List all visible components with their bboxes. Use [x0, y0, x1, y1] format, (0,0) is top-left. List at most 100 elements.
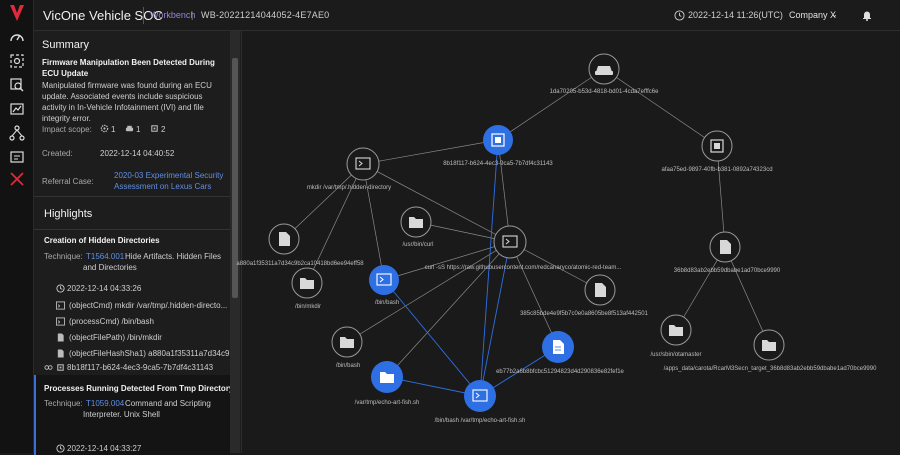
graph-node-curl-cmd[interactable]: curl -sS https://raw.githubusercontent.c… — [425, 225, 622, 271]
referral-case-link[interactable]: 2020-03 Experimental Security Assessment… — [114, 171, 224, 191]
impact-count-3: 2 — [161, 125, 166, 134]
graph-edges — [283, 68, 770, 378]
link-icon — [44, 365, 53, 370]
graph-node-hash-mid[interactable]: 385c85bde4e9f5b7c0e0a8605be8f513af442501 — [520, 274, 649, 317]
highlights-heading: Highlights — [44, 208, 93, 220]
technique-label: Technique: — [44, 399, 83, 408]
graph-node-usr-sbin[interactable]: /usr/sbin/otamaster — [650, 314, 702, 358]
company-selector[interactable]: Company X — [789, 10, 837, 20]
detail-ecu-id: 8b18f117-b624-4ec3-9ca5-7b7df4c31143 — [67, 363, 214, 372]
summary-title: Firmware Manipulation Been Detected Duri… — [42, 58, 215, 78]
node-label: curl -sS https://raw.githubusercontent.c… — [425, 265, 622, 271]
terminal-icon — [56, 301, 65, 310]
highlight-time: 2022-12-14 04:33:27 — [67, 444, 142, 453]
breadcrumb-separator: | — [191, 10, 194, 20]
workbench-id: WB-20221214044052-4E7AE0 — [201, 10, 330, 20]
impact-count-2: 1 — [136, 125, 141, 134]
node-label: 385c85bde4e9f5b7c0e0a8605be8f513af442501 — [520, 311, 648, 317]
node-label: eb77b2a6b8bfcbc51294823d4d290836e82fef1e — [496, 369, 624, 375]
summary-heading: Summary — [42, 39, 90, 51]
impact-scope-label: Impact scope: — [42, 125, 92, 134]
highlight-title[interactable]: Processes Running Detected From Tmp Dire… — [44, 384, 234, 393]
detail-object-cmd: (objectCmd) mkdir /var/tmp/.hidden-direc… — [69, 301, 228, 310]
graph-node-hash-left[interactable]: a880a1f35311a7d34c9b2ca10418bd6ee94eff58 — [236, 223, 364, 267]
search-icon[interactable] — [9, 77, 25, 93]
file-icon — [57, 333, 64, 342]
breadcrumb-workbench[interactable]: Workbench — [150, 10, 196, 20]
chip-icon — [57, 364, 64, 371]
referral-label: Referral Case: — [42, 177, 94, 186]
graph-node-vehicle[interactable]: 1da70205-b53d-4818-bd01-4cda7efffc6e — [550, 53, 660, 95]
node-label: /bin/bash — [336, 363, 360, 369]
node-label: /apps_data/carota/RcarM3Secn_target_36b8… — [664, 366, 878, 372]
graph-node-echo-file[interactable]: /var/tmp/echo-art-fish.sh — [355, 361, 420, 406]
highlight-time: 2022-12-14 04:33:26 — [67, 284, 142, 293]
created-label: Created: — [42, 149, 73, 158]
node-label: /var/tmp/echo-art-fish.sh — [355, 400, 420, 406]
dashboard-icon[interactable] — [9, 29, 25, 45]
technique-name: Hide Artifacts. Hidden Files and Directo… — [83, 252, 222, 272]
node-label: /bin/bash — [375, 300, 399, 306]
section-divider — [34, 196, 230, 197]
network-icon[interactable] — [9, 125, 25, 141]
detail-file-path: (objectFilePath) /bin/mkdir — [69, 333, 162, 342]
clock-icon — [56, 284, 65, 293]
gear-icon — [100, 124, 109, 133]
clock-icon — [56, 444, 65, 453]
technique-id-link[interactable]: T1564.001 — [86, 252, 125, 261]
node-label: /usr/sbin/otamaster — [650, 352, 701, 358]
node-label: mkdir /var/tmp/.hidden-directory — [307, 185, 391, 191]
vehicle-icon[interactable] — [9, 149, 25, 165]
node-label: a880a1f35311a7d34c9b2ca10418bd6ee94eff58 — [236, 261, 364, 267]
tools-icon[interactable] — [9, 171, 25, 187]
node-label: 8b18f117-b624-4ec3-9ca5-7b7df4c31143 — [443, 161, 553, 167]
graph-node-ecu-right[interactable]: afaa75ed-9897-40fb-b381-0892a74323cd — [661, 130, 773, 173]
chevron-down-icon[interactable]: ⌄ — [831, 10, 838, 19]
node-label: afaa75ed-9897-40fb-b381-0892a74323cd — [661, 167, 772, 173]
node-label: /bin/mkdir — [295, 304, 321, 310]
graph-node-hash-blue[interactable]: eb77b2a6b8bfcbc51294823d4d290836e82fef1e — [496, 331, 625, 375]
highlight-item-selected[interactable] — [34, 375, 230, 455]
technique-id-link[interactable]: T1059.004 — [86, 399, 125, 408]
left-nav-rail — [0, 0, 34, 453]
chip-icon — [151, 125, 158, 132]
graph-node-file-right[interactable]: 36b8d83ab2ebb59dbabe1ad70bce9990 — [674, 231, 781, 274]
technique-name: Command and Scripting Interpreter. Unix … — [83, 399, 211, 419]
node-label: /usr/bin/curl — [402, 242, 433, 248]
vicone-logo-icon[interactable] — [9, 4, 25, 22]
top-header: VicOne Vehicle SOC Workbench | WB-202212… — [34, 0, 900, 31]
graph-node-bash-echo[interactable]: /bin/bash /var/tmp/echo-art-fish.sh — [435, 380, 526, 424]
target-icon[interactable] — [9, 53, 25, 69]
graph-node-bin-bash-folder[interactable]: /bin/bash — [331, 326, 363, 369]
graph-node-usr-curl[interactable]: /usr/bin/curl — [400, 206, 434, 248]
header-divider — [143, 7, 144, 24]
detail-file-hash: (objectFileHashSha1) a880a1f35311a7d34c9… — [69, 349, 237, 358]
node-label: 1da70205-b53d-4818-bd01-4cda7efffc6e — [550, 89, 660, 95]
node-label: /bin/bash /var/tmp/echo-art-fish.sh — [435, 418, 526, 424]
node-label: 36b8d83ab2ebb59dbabe1ad70bce9990 — [674, 268, 781, 274]
graph-node-mkdir[interactable]: mkdir /var/tmp/.hidden-directory — [307, 147, 391, 191]
clock-icon — [674, 10, 685, 21]
impact-count-1: 1 — [111, 125, 116, 134]
created-value: 2022-12-14 04:40:52 — [100, 149, 175, 158]
graph-node-bin-mkdir[interactable]: /bin/mkdir — [291, 267, 323, 310]
panel-scrollbar-thumb[interactable] — [232, 58, 238, 298]
detail-process-cmd: (processCmd) /bin/bash — [69, 317, 154, 326]
graph-node-bin-bash[interactable]: /bin/bash — [369, 265, 399, 306]
app-title: VicOne Vehicle SOC — [43, 8, 163, 23]
car-icon — [125, 125, 134, 132]
file-icon — [57, 349, 64, 358]
highlight-title[interactable]: Creation of Hidden Directories — [44, 236, 160, 245]
report-icon[interactable] — [9, 101, 25, 117]
section-divider — [34, 229, 230, 230]
details-panel: Summary Firmware Manipulation Been Detec… — [34, 31, 242, 455]
current-datetime: 2022-12-14 11:26(UTC) — [688, 10, 783, 20]
summary-description: Manipulated firmware was found during an… — [42, 81, 212, 123]
graph-node-apps-data[interactable]: /apps_data/carota/RcarM3Secn_target_36b8… — [664, 329, 878, 372]
attack-graph[interactable]: 1da70205-b53d-4818-bd01-4cda7efffc6e 8b1… — [236, 31, 900, 453]
terminal-icon — [56, 317, 65, 326]
graph-node-ecu-main[interactable]: 8b18f117-b624-4ec3-9ca5-7b7df4c31143 — [443, 125, 553, 167]
technique-label: Technique: — [44, 252, 83, 261]
bell-icon[interactable] — [861, 9, 873, 21]
